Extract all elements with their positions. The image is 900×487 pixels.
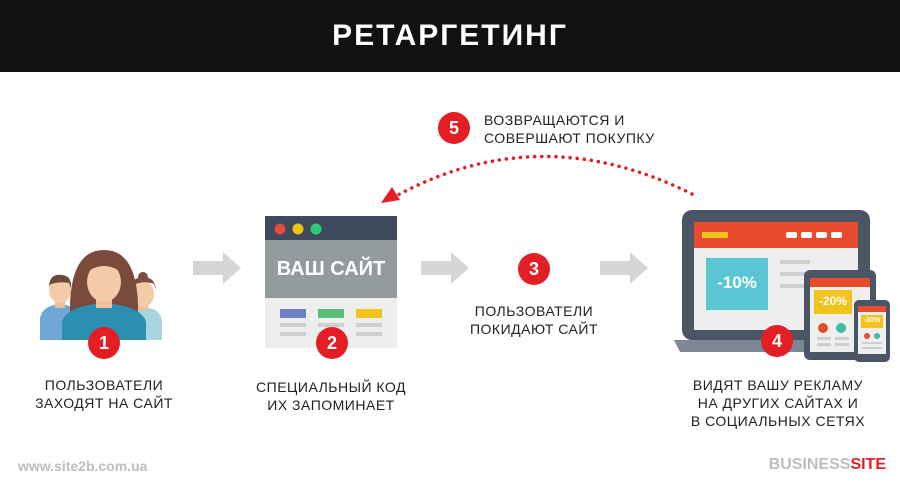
brand-logo: BUSINESSSITE xyxy=(769,456,886,474)
step-3-line-2: ПОКИДАЮТ САЙТ xyxy=(469,321,599,337)
step-badge-5: 5 xyxy=(438,112,470,144)
step-5-line-2: СОВЕРШАЮТ ПОКУПКУ xyxy=(484,130,655,146)
step-label-1: ПОЛЬЗОВАТЕЛИ ЗАХОДЯТ НА САЙТ xyxy=(14,376,194,412)
step-2-line-1: СПЕЦИАЛЬНЫЙ КОД xyxy=(256,379,406,395)
footer-url: www.site2b.com.ua xyxy=(18,458,148,474)
step-3-line-1: ПОЛЬЗОВАТЕЛИ xyxy=(474,303,594,319)
return-arrow xyxy=(381,154,694,203)
step-4-line-3: В СОЦИАЛЬНЫХ СЕТЯХ xyxy=(690,413,866,429)
arrow-right-icon xyxy=(193,252,241,284)
step-badge-1: 1 xyxy=(88,327,120,359)
step-4-line-2: НА ДРУГИХ САЙТАХ И xyxy=(697,395,859,411)
step-badge-4: 4 xyxy=(761,325,793,357)
step-5-line-1: ВОЗВРАЩАЮТСЯ И xyxy=(484,112,625,128)
brand-part-1: BUSINESS xyxy=(768,456,851,473)
website-window-icon xyxy=(265,216,397,348)
arrowhead-icon xyxy=(381,187,400,203)
page-title: РЕТАРГЕТИНГ xyxy=(332,19,568,52)
website-label: ВАШ САЙТ xyxy=(276,258,386,280)
users-icon xyxy=(40,250,162,340)
step-label-3: ПОЛЬЗОВАТЕЛИ ПОКИДАЮТ САЙТ xyxy=(444,302,624,338)
step-label-5: ВОЗВРАЩАЮТСЯ И СОВЕРШАЮТ ПОКУПКУ xyxy=(484,111,704,147)
brand-part-2: SITE xyxy=(850,456,886,473)
flow-arrows xyxy=(193,252,648,284)
laptop-discount: -10% xyxy=(717,273,757,292)
arrow-right-icon xyxy=(600,252,648,284)
step-1-line-2: ЗАХОДЯТ НА САЙТ xyxy=(35,395,173,411)
step-2-line-2: ИХ ЗАПОМИНАЕТ xyxy=(267,397,395,413)
arrow-right-icon xyxy=(421,252,469,284)
phone-discount: -30% xyxy=(863,317,881,324)
step-badge-3: 3 xyxy=(518,253,550,285)
step-label-2: СПЕЦИАЛЬНЫЙ КОД ИХ ЗАПОМИНАЕТ xyxy=(236,378,426,414)
step-label-4: ВИДЯТ ВАШУ РЕКЛАМУ НА ДРУГИХ САЙТАХ И В … xyxy=(668,376,888,430)
tablet-discount: -20% xyxy=(818,294,847,308)
phone-icon xyxy=(854,300,890,362)
header-bar: РЕТАРГЕТИНГ xyxy=(0,0,900,72)
step-4-line-1: ВИДЯТ ВАШУ РЕКЛАМУ xyxy=(692,377,864,393)
step-1-line-1: ПОЛЬЗОВАТЕЛИ xyxy=(44,377,164,393)
step-badge-2: 2 xyxy=(316,327,348,359)
